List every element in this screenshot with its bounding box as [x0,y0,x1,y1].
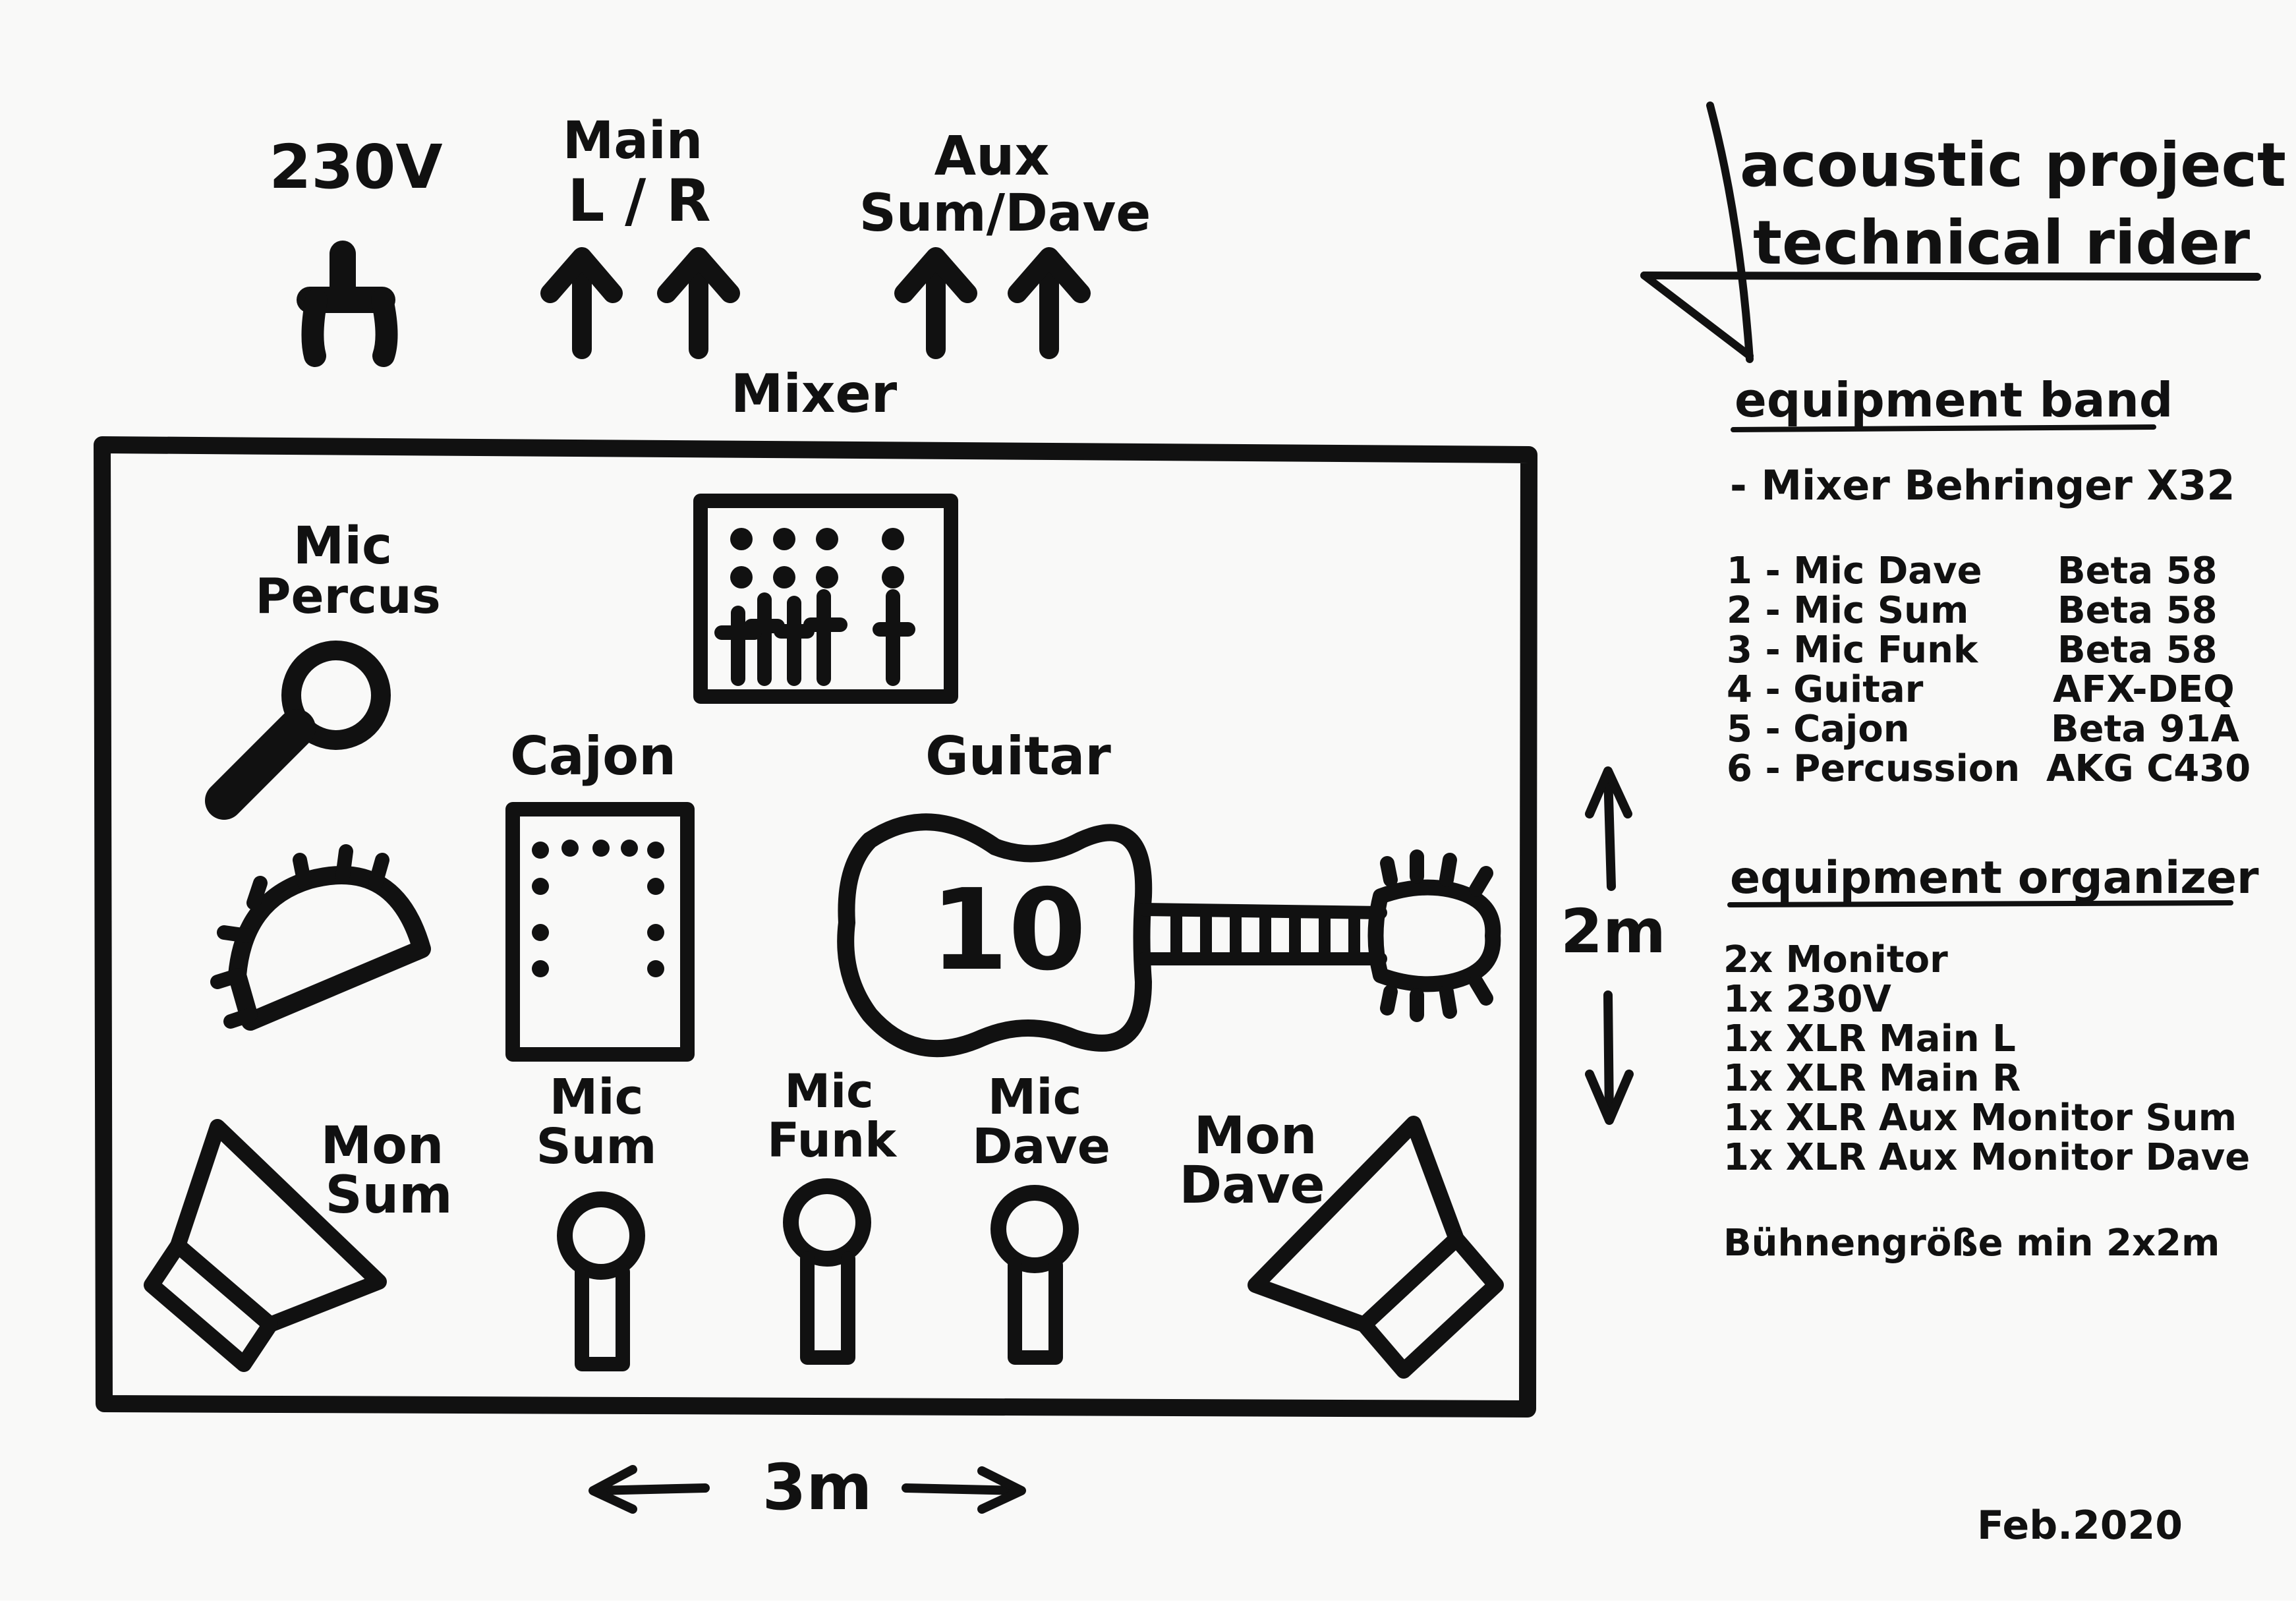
channel-model: Beta 58 [2057,589,2218,632]
title-frame [1640,101,2261,363]
main-left-arrow-icon [540,247,623,359]
channel-name: 5 - Cajon [1727,708,1910,751]
channel-model: AKG C430 [2046,747,2251,790]
mic-dave-label-line1: Mic [988,1069,1082,1126]
channel-name: 6 - Percussion [1727,747,2020,790]
equipment-band-underline [1731,424,2156,432]
organizer-item: 1x 230V [1723,978,1891,1021]
equipment-band-heading: equipment band [1735,372,2173,428]
channel-name: 1 - Mic Dave [1727,550,1982,592]
equipment-organizer-list: 2x Monitor 1x 230V 1x XLR Main L 1x XLR … [1723,938,2250,1179]
mic-funk-icon [783,1178,871,1365]
equipment-band-mixer: - Mixer Behringer X32 [1730,461,2235,509]
guitar-icon: 10 [837,813,1501,1058]
mic-percus-label-line1: Mic [293,517,393,576]
mic-dave-icon [990,1185,1079,1365]
organizer-item: 1x XLR Main R [1723,1057,2021,1100]
channel-model: Beta 58 [2057,550,2218,592]
guitar-body-number: 10 [931,865,1087,996]
mic-dave-label-line2: Dave [972,1118,1110,1175]
equipment-organizer-underline [1727,900,2233,907]
organizer-item: 2x Monitor [1723,938,1948,981]
stage-size-requirement: Bühnengröße min 2x2m [1723,1222,2220,1265]
monitor-sum-icon [144,1119,387,1372]
monitor-dave-icon [1248,1116,1504,1379]
aux-label-line1: Aux [934,125,1050,188]
equipment-organizer-heading: equipment organizer [1730,852,2259,904]
main-right-arrow-icon [657,247,740,359]
mixer-label: Mixer [731,363,898,424]
power-label: 230V [269,132,442,202]
mic-sum-label-line2: Sum [536,1118,656,1175]
percussion-instrument-icon [210,844,431,1031]
aux-sum-arrow-icon [894,247,977,359]
mic-funk-label-line1: Mic [784,1064,873,1118]
aux-dave-arrow-icon [1008,247,1091,359]
stage-outline [94,436,1537,1418]
percussion-mic-icon [205,641,391,820]
mon-dave-label-line2: Dave [1179,1156,1325,1215]
aux-label-line2: Sum/Dave [859,184,1151,243]
guitar-label: Guitar [925,726,1111,787]
cajon-label: Cajon [510,726,676,787]
stage-depth-label: 2m [1561,896,1666,967]
title-line1: acoustic project [1740,130,2286,200]
channel-name: 2 - Mic Sum [1727,589,1968,632]
stage-width-arrow-icon [588,1465,1026,1514]
channel-model: Beta 58 [2057,629,2218,672]
power-plug-icon [297,241,398,367]
organizer-item: 1x XLR Aux Monitor Dave [1723,1136,2250,1179]
channel-name: 4 - Guitar [1727,668,1924,711]
main-label-line2: L / R [567,167,710,235]
channel-model: AFX-DEQ [2053,668,2235,711]
equipment-band-channel-list: 1 - Mic Dave Beta 58 2 - Mic Sum Beta 58… [1727,550,2251,790]
cajon-icon [505,802,695,1062]
organizer-item: 1x XLR Main L [1723,1017,2016,1060]
mixer-desk-icon [693,494,958,704]
stage-depth-arrow-icon [1585,766,1634,1125]
main-label-line1: Main [563,111,703,171]
organizer-item: 1x XLR Aux Monitor Sum [1723,1097,2237,1139]
channel-model: Beta 91A [2051,708,2240,751]
stage-width-label: 3m [762,1450,873,1524]
mon-sum-label-line1: Mon [321,1116,444,1176]
date-label: Feb.2020 [1977,1503,2183,1549]
title-line2: technical rider [1753,208,2251,278]
channel-name: 3 - Mic Funk [1727,629,1979,672]
mic-sum-label-line1: Mic [550,1069,644,1126]
mon-sum-label-line2: Sum [326,1166,453,1225]
mic-funk-label-line2: Funk [767,1112,898,1168]
mon-dave-label-line1: Mon [1194,1106,1317,1166]
mic-sum-icon [557,1191,645,1371]
mic-percus-label-line2: Percus [255,568,441,625]
